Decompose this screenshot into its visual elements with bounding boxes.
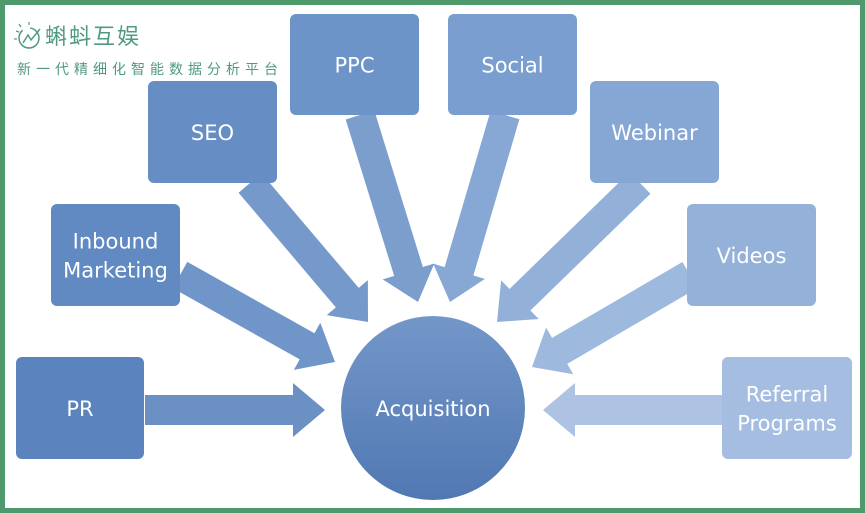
source-box xyxy=(722,357,852,459)
arrow-0 xyxy=(145,383,325,437)
arrow-2 xyxy=(238,173,368,322)
source-label: Videos xyxy=(717,244,787,268)
logo-tagline: 新一代精细化智能数据分析平台 xyxy=(17,62,283,78)
source-label: Webinar xyxy=(611,121,698,145)
source-box xyxy=(290,14,419,115)
source-box xyxy=(148,81,277,183)
source-box xyxy=(448,14,577,115)
source-label: Marketing xyxy=(63,259,168,283)
acquisition-circle xyxy=(341,316,525,500)
logo-sun-icon xyxy=(14,22,41,49)
source-box xyxy=(16,357,144,459)
logo-name: 蝌蚪互娱 xyxy=(45,25,142,50)
arrow-6 xyxy=(532,262,698,375)
arrow-7 xyxy=(543,383,722,437)
source-box xyxy=(590,81,719,183)
acquisition-label: Acquisition xyxy=(375,397,490,421)
source-label: SEO xyxy=(191,121,234,145)
source-label: PPC xyxy=(335,54,375,78)
arrow-3 xyxy=(345,110,435,302)
arrow-4 xyxy=(433,110,520,302)
arrow-5 xyxy=(497,172,651,322)
source-box xyxy=(51,204,180,306)
arrow-1 xyxy=(172,261,335,370)
logo: 蝌蚪互娱 新一代精细化智能数据分析平台 xyxy=(13,19,283,79)
source-label: Inbound xyxy=(73,230,159,254)
source-label: PR xyxy=(66,397,93,421)
source-label: Referral xyxy=(746,383,828,407)
source-label: Social xyxy=(481,54,543,78)
source-box xyxy=(687,204,816,306)
source-label: Programs xyxy=(737,412,837,436)
